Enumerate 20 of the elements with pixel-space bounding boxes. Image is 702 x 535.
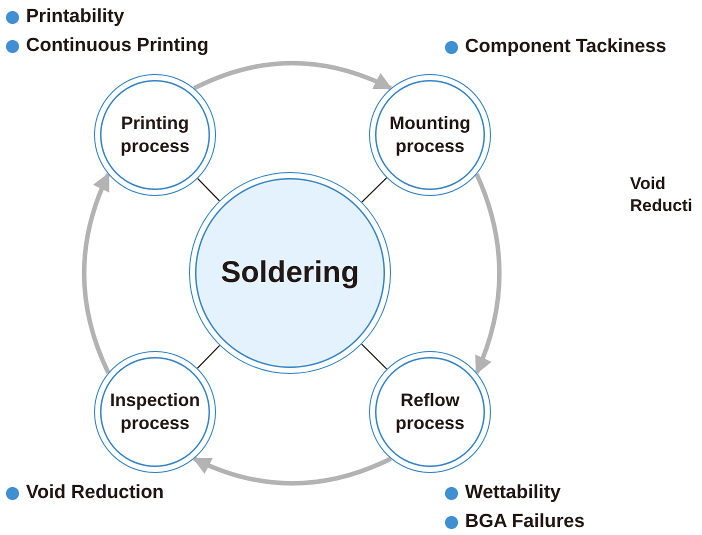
- node-label: Soldering: [220, 255, 360, 291]
- note-text: Void Reduction: [26, 482, 164, 504]
- connector-line: [361, 177, 388, 203]
- note-text: Component Tackiness: [465, 36, 666, 58]
- note-text: Wettability: [465, 482, 561, 504]
- arrow: [474, 173, 502, 374]
- node-label: Inspection process: [108, 389, 201, 435]
- connector-line: [197, 178, 220, 202]
- connector-line: [197, 345, 220, 369]
- node-label: Mounting process: [388, 112, 472, 158]
- node-label: Reflow process: [394, 389, 466, 435]
- note-text: Printability: [26, 6, 124, 28]
- node-label: Printing process: [119, 112, 191, 158]
- note-text: Void Reducti: [630, 173, 694, 217]
- arrow: [193, 60, 392, 90]
- arrow: [192, 456, 392, 486]
- arrow: [82, 172, 110, 374]
- note-text: BGA Failures: [465, 511, 585, 533]
- connector-line: [361, 344, 388, 370]
- note-text: Continuous Printing: [26, 35, 209, 57]
